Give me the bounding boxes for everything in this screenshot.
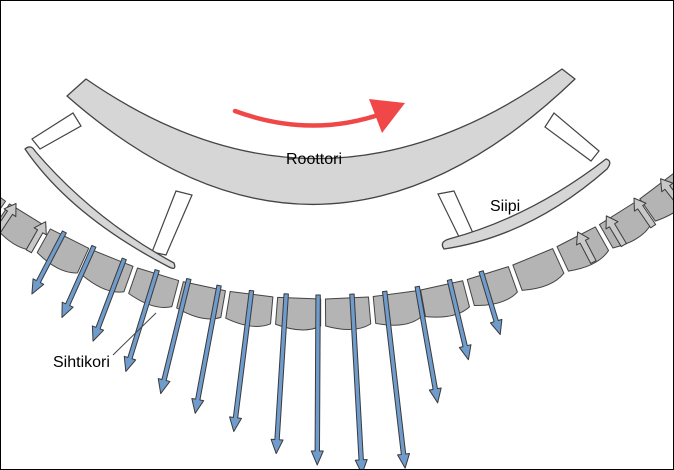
outflow-arrow-icon [123,269,160,372]
outflow-arrow-icon [191,284,222,414]
outflow-arrow-icon [446,278,472,361]
screen-basket-label: Sihtikori [53,354,110,371]
screen-segment [324,296,372,330]
wing-right [441,158,611,250]
wing-label: Siipi [490,198,520,215]
outflow-arrow-icon [478,270,503,336]
inflow-arrow-icon [25,221,47,254]
rotor [66,68,576,205]
screen-segment [466,266,518,307]
screen-basket-segments [1,173,673,331]
outflow-arrow-icon [157,277,192,395]
rotor-struts [31,112,600,256]
inflow-arrow-icon [605,215,627,248]
outflow-arrow-icon [31,230,67,295]
screen-segment [512,248,565,291]
outflow-arrows [31,230,503,469]
outflow-arrow-icon [229,289,255,433]
wing-left [24,146,176,269]
inflow-arrow-icon [660,178,673,201]
screen-basket-leader [112,312,157,356]
inflow-arrows [1,178,673,264]
rotor-label: Roottori [286,151,342,168]
strut-left-upper [31,112,82,150]
inflow-arrow-icon [576,231,597,264]
inflow-arrow-icon [633,197,657,229]
screen-segment [1,197,7,209]
outflow-arrow-icon [61,244,97,318]
screen-segment [372,290,421,326]
strut-left-lower [151,190,193,256]
screen-segment [420,280,470,318]
outflow-arrow-icon [270,293,289,455]
outflow-arrow-icon [91,257,127,342]
outflow-arrow-icon [349,293,368,469]
strut-right-upper [544,112,600,162]
outflow-arrow-icon [310,294,324,466]
rotation-arrow-icon [232,99,405,133]
outflow-arrow-icon [414,285,442,404]
outflow-arrow-icon [381,290,410,469]
inflow-arrow-icon [1,203,17,233]
